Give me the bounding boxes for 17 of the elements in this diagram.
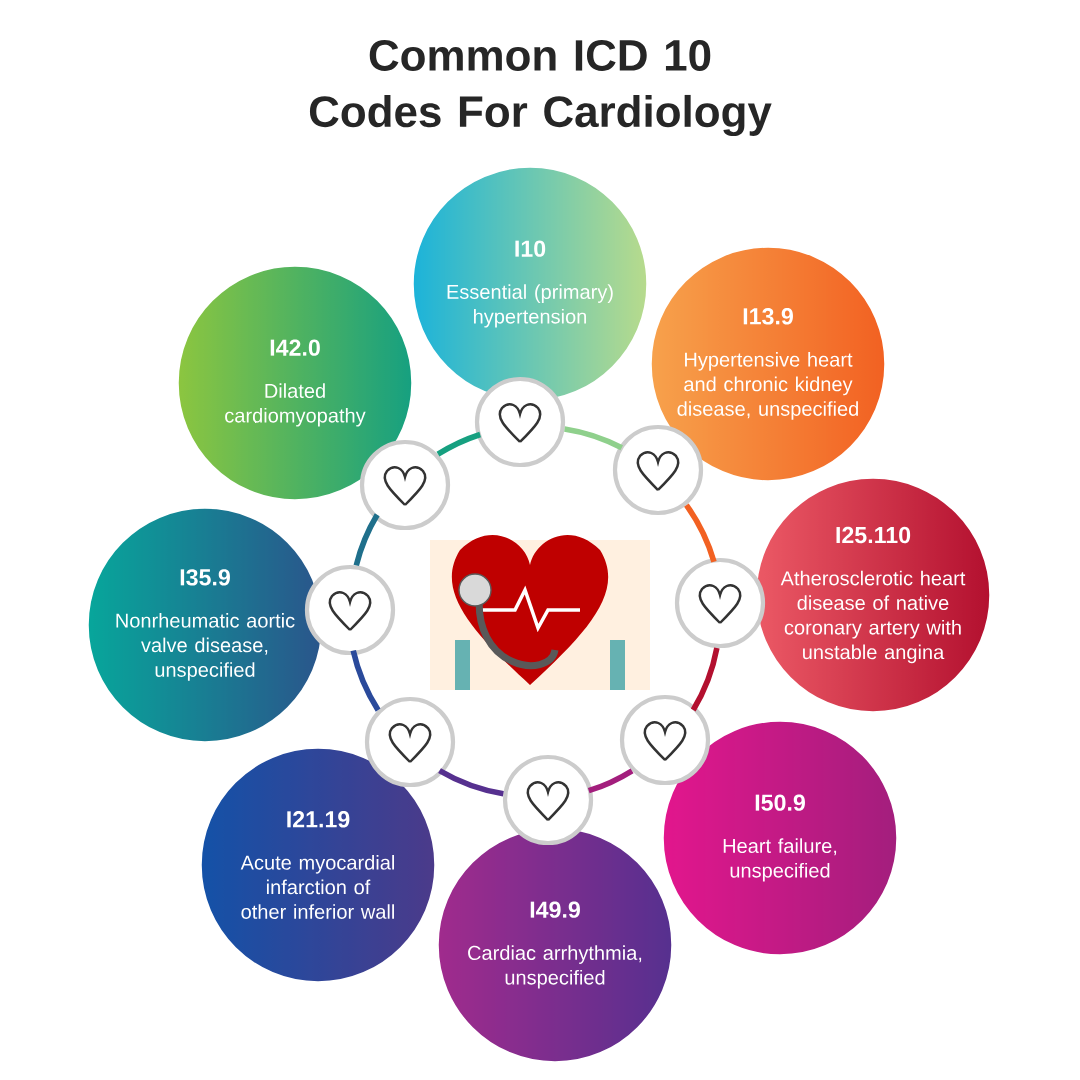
ring-arc xyxy=(587,768,634,794)
ring-arc xyxy=(353,513,380,567)
icon-circle xyxy=(674,557,766,649)
ring-arc xyxy=(684,503,717,563)
icon-circle xyxy=(359,439,451,531)
icon-circle xyxy=(619,694,711,786)
title: Common ICD 10 Codes For Cardiology xyxy=(309,39,772,137)
ring-arc xyxy=(564,426,623,451)
ring-arc xyxy=(690,647,720,712)
icon-circle xyxy=(364,696,456,788)
ring-arc xyxy=(350,650,381,712)
icon-circle xyxy=(474,376,566,468)
icon-circle xyxy=(502,754,594,846)
ring-arc xyxy=(438,768,504,797)
icon-circle xyxy=(612,424,704,516)
icon-circle xyxy=(304,564,396,656)
ring-arc xyxy=(436,431,482,457)
